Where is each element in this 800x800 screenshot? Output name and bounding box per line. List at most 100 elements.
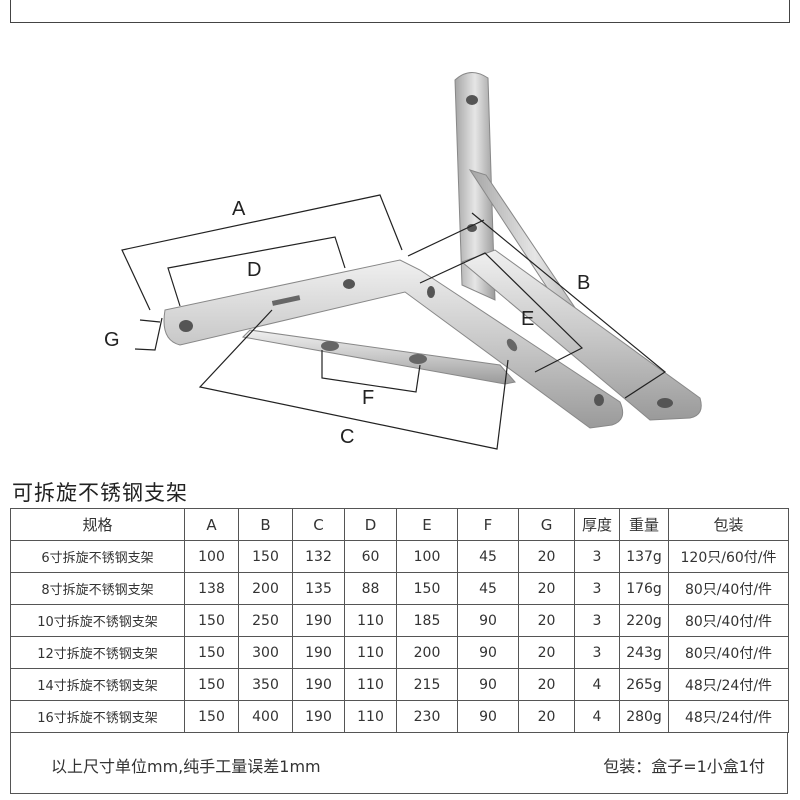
cell-f: 90	[457, 668, 519, 701]
spec-table: 规格 A B C D E F G 厚度 重量 包装 6寸拆旋不锈钢支架 100 …	[10, 508, 789, 733]
cell-f: 90	[457, 604, 519, 637]
cell-spec: 6寸拆旋不锈钢支架	[10, 540, 185, 573]
cell-c: 132	[292, 540, 345, 573]
top-frame	[10, 0, 790, 23]
cell-g: 20	[518, 540, 575, 573]
header-d: D	[344, 508, 397, 541]
table-row: 12寸拆旋不锈钢支架 150 300 190 110 200 90 20 3 2…	[10, 636, 789, 669]
cell-g: 20	[518, 668, 575, 701]
cell-d: 60	[344, 540, 397, 573]
label-f: F	[362, 387, 374, 409]
cell-weight: 176g	[619, 572, 669, 605]
cell-weight: 220g	[619, 604, 669, 637]
cell-b: 400	[238, 700, 293, 733]
header-c: C	[292, 508, 345, 541]
cell-f: 45	[457, 540, 519, 573]
cell-g: 20	[518, 604, 575, 637]
label-d: D	[247, 259, 261, 281]
cell-a: 150	[184, 604, 239, 637]
cell-a: 100	[184, 540, 239, 573]
cell-g: 20	[518, 636, 575, 669]
cell-spec: 14寸拆旋不锈钢支架	[10, 668, 185, 701]
dimension-lines	[121, 194, 667, 450]
footer-box: 以上尺寸单位mm,纯手工量误差1mm 包装：盒子=1小盒1付	[10, 732, 788, 794]
cell-e: 215	[396, 668, 458, 701]
label-g: G	[104, 329, 120, 351]
label-e: E	[521, 308, 534, 330]
cell-thickness: 3	[574, 636, 620, 669]
cell-a: 138	[184, 572, 239, 605]
loose-strut	[241, 329, 516, 385]
table-row: 10寸拆旋不锈钢支架 150 250 190 110 185 90 20 3 2…	[10, 604, 789, 637]
cell-b: 350	[238, 668, 293, 701]
bracket-diagram: A D G F C E B	[104, 72, 702, 450]
label-c: C	[340, 426, 354, 448]
header-packaging: 包装	[668, 508, 789, 541]
cell-thickness: 3	[574, 604, 620, 637]
cell-f: 90	[457, 700, 519, 733]
header-a: A	[184, 508, 239, 541]
cell-b: 200	[238, 572, 293, 605]
cell-a: 150	[184, 636, 239, 669]
cell-packaging: 80只/40付/件	[668, 572, 789, 605]
cell-packaging: 80只/40付/件	[668, 636, 789, 669]
cell-c: 190	[292, 636, 345, 669]
cell-spec: 12寸拆旋不锈钢支架	[10, 636, 185, 669]
left-bracket	[163, 259, 624, 429]
cell-e: 200	[396, 636, 458, 669]
cell-b: 250	[238, 604, 293, 637]
cell-thickness: 4	[574, 668, 620, 701]
cell-c: 190	[292, 668, 345, 701]
cell-thickness: 3	[574, 572, 620, 605]
right-bracket	[454, 72, 702, 421]
cell-a: 150	[184, 700, 239, 733]
unit-note: 以上尺寸单位mm,纯手工量误差1mm	[51, 757, 321, 776]
packaging-note: 包装：盒子=1小盒1付	[603, 757, 765, 776]
cell-thickness: 4	[574, 700, 620, 733]
cell-b: 150	[238, 540, 293, 573]
cell-thickness: 3	[574, 540, 620, 573]
cell-c: 190	[292, 604, 345, 637]
cell-d: 110	[344, 700, 397, 733]
header-thickness: 厚度	[574, 508, 620, 541]
cell-b: 300	[238, 636, 293, 669]
header-e: E	[396, 508, 458, 541]
cell-packaging: 120只/60付/件	[668, 540, 789, 573]
cell-d: 88	[344, 572, 397, 605]
cell-c: 135	[292, 572, 345, 605]
cell-e: 150	[396, 572, 458, 605]
cell-e: 185	[396, 604, 458, 637]
cell-weight: 243g	[619, 636, 669, 669]
cell-packaging: 80只/40付/件	[668, 604, 789, 637]
cell-spec: 10寸拆旋不锈钢支架	[10, 604, 185, 637]
cell-d: 110	[344, 604, 397, 637]
cell-spec: 8寸拆旋不锈钢支架	[10, 572, 185, 605]
cell-f: 45	[457, 572, 519, 605]
header-b: B	[238, 508, 293, 541]
cell-packaging: 48只/24付/件	[668, 668, 789, 701]
cell-f: 90	[457, 636, 519, 669]
label-b: B	[577, 272, 590, 294]
cell-d: 110	[344, 668, 397, 701]
label-a: A	[232, 198, 246, 220]
cell-g: 20	[518, 700, 575, 733]
cell-e: 100	[396, 540, 458, 573]
table-row: 6寸拆旋不锈钢支架 100 150 132 60 100 45 20 3 137…	[10, 540, 789, 573]
cell-weight: 137g	[619, 540, 669, 573]
header-g: G	[518, 508, 575, 541]
header-weight: 重量	[619, 508, 669, 541]
header-f: F	[457, 508, 519, 541]
cell-spec: 16寸拆旋不锈钢支架	[10, 700, 185, 733]
cell-d: 110	[344, 636, 397, 669]
cell-c: 190	[292, 700, 345, 733]
cell-weight: 265g	[619, 668, 669, 701]
cell-packaging: 48只/24付/件	[668, 700, 789, 733]
table-header-row: 规格 A B C D E F G 厚度 重量 包装	[10, 508, 789, 541]
cell-weight: 280g	[619, 700, 669, 733]
table-row: 16寸拆旋不锈钢支架 150 400 190 110 230 90 20 4 2…	[10, 700, 789, 733]
table-row: 14寸拆旋不锈钢支架 150 350 190 110 215 90 20 4 2…	[10, 668, 789, 701]
header-spec: 规格	[10, 508, 185, 541]
cell-g: 20	[518, 572, 575, 605]
cell-a: 150	[184, 668, 239, 701]
cell-e: 230	[396, 700, 458, 733]
